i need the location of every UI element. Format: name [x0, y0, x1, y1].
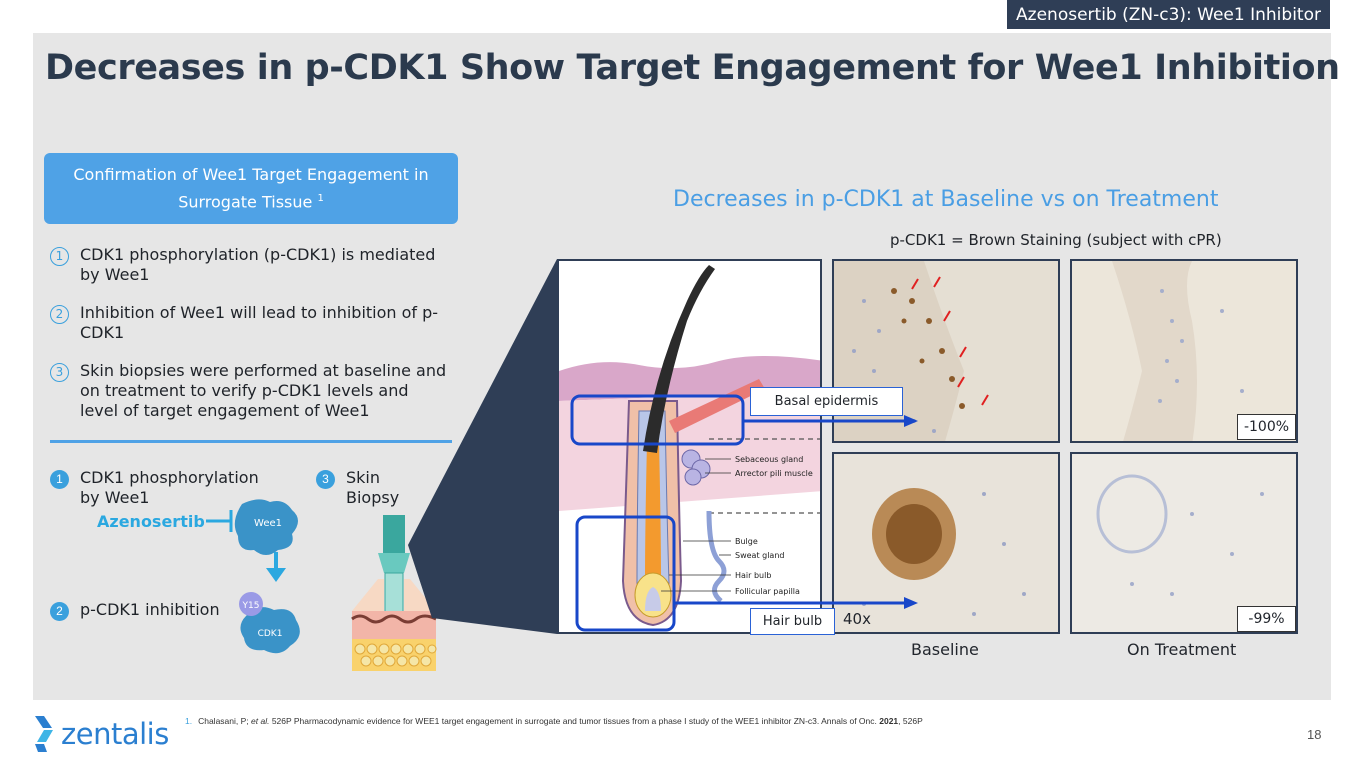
footnote-ref: 1 [317, 193, 324, 204]
confirmation-box: Confirmation of Wee1 Target Engagement i… [44, 153, 458, 224]
step-1-number: 1 [50, 470, 69, 489]
treatment-tissue-band [1112, 261, 1197, 441]
cdk1-shape [240, 607, 300, 654]
treatment-blue-nuclei [1130, 492, 1264, 596]
hairbulb-arrowhead [904, 597, 918, 609]
follicular-papilla-shape [645, 587, 661, 611]
level-dashed-lines [709, 438, 820, 514]
footnote-etal: et al. [251, 716, 270, 726]
epidermis-treatment-texture [1112, 261, 1244, 441]
dermis-wave [351, 614, 437, 624]
confirmation-line2-text: Surrogate Tissue [178, 192, 313, 212]
point-2: 2 Inhibition of Wee1 will lead to inhibi… [50, 303, 450, 343]
sebaceous-gland-shape [681, 449, 711, 486]
confirmation-line2: Surrogate Tissue 1 [44, 187, 458, 214]
biopsy-punch-head [378, 553, 410, 573]
slide-title: Decreases in p-CDK1 Show Target Engageme… [45, 48, 1340, 88]
point-1: 1 CDK1 phosphorylation (p-CDK1) is media… [50, 245, 450, 285]
zentalis-wordmark: zentalis [61, 717, 169, 751]
section-divider [50, 440, 452, 443]
hairbulb-percent-change: -99% [1237, 606, 1296, 632]
hairbulb-highlight-box [575, 515, 676, 632]
label-bulge: Bulge [735, 537, 758, 546]
treatment-nuclei [1158, 289, 1244, 403]
page-number: 18 [1307, 727, 1322, 742]
biopsy-punch-handle [383, 515, 405, 553]
label-hair-bulb: Hair bulb [735, 571, 771, 580]
y15-label: Y15 [242, 601, 260, 611]
point-3-text: Skin biopsies were performed at baseline… [80, 361, 447, 420]
point-2-text: Inhibition of Wee1 will lead to inhibiti… [80, 303, 439, 342]
fat-cells [354, 643, 437, 667]
point-2-number: 2 [50, 305, 69, 324]
hairbulb-baseline-texture [862, 488, 1026, 616]
zentalis-logo: zentalis [35, 716, 169, 752]
brown-nuclei [891, 288, 965, 409]
wee1-label: Wee1 [254, 518, 282, 529]
footnote-body: 526P Pharmacodynamic evidence for WEE1 t… [269, 716, 880, 726]
micrograph-hairbulb-treatment [1070, 452, 1298, 634]
staining-caption: p-CDK1 = Brown Staining (subject with cP… [890, 231, 1222, 249]
pathway-arrowhead [266, 568, 286, 582]
step-3-number: 3 [316, 470, 335, 489]
baseline-column-label: Baseline [911, 640, 979, 659]
diagram-labels: Sebaceous gland Arrector pili muscle Bul… [735, 455, 813, 596]
point-3-number: 3 [50, 363, 69, 382]
label-sweat-gland: Sweat gland [735, 551, 784, 560]
hair-shaft [643, 265, 715, 453]
epidermis-arrowhead [904, 415, 918, 427]
red-arrows [911, 276, 989, 406]
label-arrector-pili: Arrector pili muscle [735, 469, 813, 478]
footnote-number: 1. [185, 716, 193, 726]
y15-circle [239, 592, 263, 616]
epidermis-highlight-box [570, 394, 745, 446]
reference-footnote: 1. Chalasani, P; et al. 526P Pharmacodyna… [185, 716, 923, 726]
azenosertib-label: Azenosertib [97, 512, 205, 531]
hair-shaft-lower [645, 441, 661, 589]
unstained-bulb [1096, 474, 1168, 554]
point-3: 3 Skin biopsies were performed at baseli… [50, 361, 450, 421]
skin-biopsy-graphic [351, 515, 437, 671]
point-1-number: 1 [50, 247, 69, 266]
footnote-tail: , 526P [898, 716, 923, 726]
arrector-pili-muscle-shape [669, 379, 765, 433]
basal-epidermis-callout: Basal epidermis [750, 387, 903, 416]
hairbulb-treatment-texture [1096, 474, 1264, 596]
step-2-number: 2 [50, 602, 69, 621]
step-3-text: Skin Biopsy [346, 468, 400, 507]
step-1-text: CDK1 phosphorylation by Wee1 [80, 468, 259, 507]
footnote-year: 2021 [879, 716, 899, 726]
label-sebaceous-gland: Sebaceous gland [735, 455, 803, 464]
figure-subtitle: Decreases in p-CDK1 at Baseline vs on Tr… [673, 187, 1219, 212]
wee1-shape [234, 499, 298, 555]
magnification-label: 40x [843, 610, 871, 628]
point-1-text: CDK1 phosphorylation (p-CDK1) is mediate… [80, 245, 436, 284]
confirmation-line1: Confirmation of Wee1 Target Engagement i… [73, 165, 429, 184]
epidermis-percent-change: -100% [1237, 414, 1296, 440]
section-tag: Azenosertib (ZN-c3): Wee1 Inhibitor [1007, 0, 1330, 29]
treatment-column-label: On Treatment [1127, 640, 1237, 659]
stained-bulb-core [886, 504, 942, 564]
zoom-wedge-shape [408, 259, 557, 634]
cdk1-label: CDK1 [258, 629, 283, 639]
step-2-text: p-CDK1 inhibition [80, 600, 220, 619]
zentalis-logo-mark [35, 716, 53, 752]
hair-follicle-diagram: Sebaceous gland Arrector pili muscle Bul… [557, 259, 822, 634]
micrograph-epidermis-treatment [1070, 259, 1298, 443]
hair-bulb-callout: Hair bulb [750, 608, 835, 635]
wee1-pathway-graphic: Wee1 CDK1 Y15 [206, 499, 300, 654]
footnote-authors: Chalasani, P; [198, 716, 252, 726]
label-follicular-papilla: Follicular papilla [735, 587, 800, 596]
baseline-blue-nuclei [862, 492, 1026, 616]
